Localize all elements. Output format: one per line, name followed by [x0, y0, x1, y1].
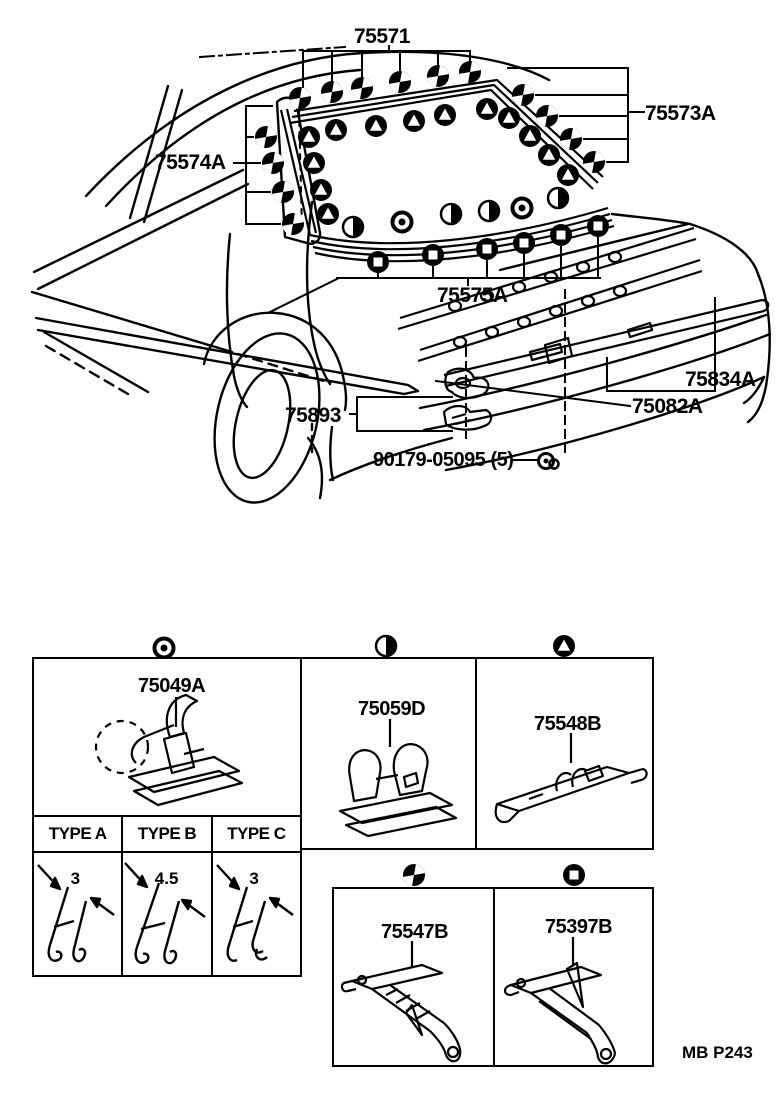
type-c-header: TYPE C — [227, 824, 286, 843]
part-label-75573A: 75573A — [645, 102, 716, 125]
part-art-75548B — [494, 733, 648, 824]
type-b-profile: 4.5 — [123, 853, 213, 975]
type-a-header: TYPE A — [34, 817, 124, 851]
part-label-75049A: 75049A — [138, 675, 206, 697]
part-art-75059D — [338, 719, 458, 838]
part-label-75547B: 75547B — [381, 921, 449, 943]
part-label-75571: 75571 — [354, 25, 410, 48]
leader-lines — [198, 45, 716, 461]
part-label-75893: 75893 — [285, 404, 341, 427]
type-a-dimension: 3 — [70, 869, 81, 889]
parts-box-75397B: 75397B — [493, 887, 654, 1067]
type-a-profile: 3 — [34, 853, 124, 975]
part-label-75059D: 75059D — [358, 698, 426, 720]
part-label-90179-05095: 90179-05095 (5) — [373, 449, 514, 471]
screw-symbol — [537, 452, 560, 470]
type-table-header: TYPE A TYPE B TYPE C — [34, 817, 300, 853]
rear-deck-garnish — [397, 226, 770, 388]
type-b-header: TYPE B — [123, 817, 213, 851]
part-label-75548B: 75548B — [534, 713, 602, 735]
part-label-75397B: 75397B — [545, 916, 613, 938]
part-art-75049A — [94, 693, 244, 807]
type-table-body: 3 4.5 — [34, 853, 300, 975]
page-code: MB P243 — [682, 1043, 753, 1062]
type-c-dimension: 3 — [249, 869, 259, 889]
body-side-clips-art — [442, 367, 493, 431]
car-rear-diagram-art — [30, 45, 772, 504]
part-art-75547B — [340, 941, 462, 1063]
part-art-75397B — [503, 937, 617, 1065]
type-b-dimension: 4.5 — [154, 869, 179, 889]
parts-box-75059D: 75059D — [300, 657, 477, 850]
part-label-75575A: 75575A — [437, 284, 508, 307]
car-body-outline — [30, 50, 772, 504]
part-label-75082A: 75082A — [632, 395, 703, 418]
parts-box-75049A: 75049A — [32, 657, 302, 817]
type-table: TYPE A TYPE B TYPE C 3 — [32, 815, 302, 977]
parts-box-75547B: 75547B — [332, 887, 495, 1067]
part-label-75574A: 75574A — [155, 151, 226, 174]
type-c-profile: 3 — [213, 853, 300, 975]
part-label-75834A: 75834A — [685, 368, 756, 391]
parts-box-75548B: 75548B — [475, 657, 654, 850]
